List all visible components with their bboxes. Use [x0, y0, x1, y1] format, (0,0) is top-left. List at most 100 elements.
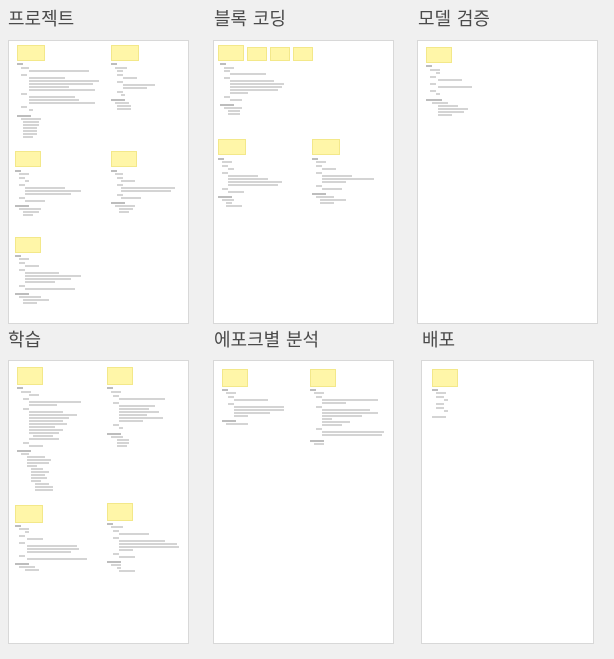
- text-placeholder-line: [316, 165, 322, 167]
- text-placeholder-line: [117, 445, 127, 447]
- text-placeholder-line: [29, 414, 77, 416]
- text-placeholder-line: [316, 396, 322, 398]
- text-placeholder-line: [117, 91, 123, 93]
- text-placeholder-line: [119, 398, 165, 400]
- text-placeholder-line: [224, 96, 230, 98]
- text-placeholder-line: [224, 70, 230, 72]
- text-placeholder-line: [19, 296, 41, 298]
- text-placeholder-line: [31, 480, 41, 482]
- text-placeholder-line: [322, 399, 378, 401]
- text-placeholder-line: [29, 426, 55, 428]
- training-thumbnail[interactable]: [8, 360, 189, 644]
- text-placeholder-line: [228, 403, 234, 405]
- text-placeholder-line: [19, 197, 25, 199]
- text-placeholder-line: [218, 158, 224, 160]
- text-placeholder-line: [119, 414, 147, 416]
- text-placeholder-line: [25, 190, 81, 192]
- deploy-thumbnail[interactable]: [421, 360, 594, 644]
- text-placeholder-line: [23, 133, 37, 135]
- text-placeholder-line: [222, 199, 234, 201]
- text-placeholder-line: [224, 107, 242, 109]
- text-placeholder-line: [23, 127, 37, 129]
- text-placeholder-line: [119, 546, 179, 548]
- text-placeholder-line: [119, 570, 135, 572]
- text-placeholder-line: [322, 434, 382, 436]
- text-placeholder-line: [29, 420, 63, 422]
- text-placeholder-line: [19, 528, 29, 530]
- text-placeholder-line: [121, 190, 171, 192]
- text-placeholder-line: [230, 89, 278, 91]
- text-placeholder-line: [436, 396, 444, 398]
- epoch-analysis-thumbnail[interactable]: [213, 360, 394, 644]
- text-placeholder-line: [430, 83, 436, 85]
- text-placeholder-line: [230, 83, 284, 85]
- text-placeholder-line: [228, 168, 234, 170]
- block-coding-thumbnail[interactable]: [213, 40, 394, 324]
- text-placeholder-line: [438, 111, 464, 113]
- text-placeholder-line: [29, 417, 69, 419]
- text-placeholder-line: [17, 450, 31, 452]
- text-placeholder-line: [322, 168, 336, 170]
- text-placeholder-line: [19, 269, 25, 271]
- text-placeholder-line: [115, 205, 135, 207]
- text-placeholder-line: [23, 408, 29, 410]
- text-placeholder-line: [117, 70, 123, 72]
- text-placeholder-line: [121, 180, 135, 182]
- text-placeholder-line: [21, 67, 29, 69]
- sticky-note: [218, 45, 244, 61]
- text-placeholder-line: [23, 136, 33, 138]
- text-placeholder-line: [19, 173, 29, 175]
- text-placeholder-line: [113, 553, 119, 555]
- project-thumbnail[interactable]: [8, 40, 189, 324]
- text-placeholder-line: [23, 302, 37, 304]
- text-placeholder-line: [23, 211, 39, 213]
- text-placeholder-line: [29, 70, 89, 72]
- text-placeholder-line: [19, 258, 29, 260]
- text-placeholder-line: [234, 412, 270, 414]
- text-placeholder-line: [35, 486, 53, 488]
- text-placeholder-line: [117, 567, 121, 569]
- text-placeholder-line: [117, 194, 123, 196]
- text-placeholder-line: [322, 424, 342, 426]
- text-placeholder-line: [27, 456, 45, 458]
- text-placeholder-line: [117, 184, 123, 186]
- text-placeholder-line: [29, 102, 95, 104]
- text-placeholder-line: [119, 540, 165, 542]
- text-placeholder-line: [21, 453, 29, 455]
- text-placeholder-line: [117, 105, 131, 107]
- text-placeholder-line: [430, 90, 436, 92]
- text-placeholder-line: [29, 404, 57, 406]
- text-placeholder-line: [222, 188, 228, 190]
- text-placeholder-line: [27, 459, 51, 461]
- text-placeholder-line: [438, 86, 472, 88]
- text-placeholder-line: [123, 84, 155, 86]
- sticky-note: [15, 505, 43, 523]
- text-placeholder-line: [117, 108, 131, 110]
- text-placeholder-line: [320, 199, 346, 201]
- sticky-note: [15, 237, 41, 253]
- text-placeholder-line: [117, 442, 129, 444]
- text-placeholder-line: [29, 401, 81, 403]
- text-placeholder-line: [218, 196, 232, 198]
- text-placeholder-line: [121, 94, 125, 96]
- text-placeholder-line: [322, 409, 370, 411]
- text-placeholder-line: [444, 410, 448, 412]
- text-placeholder-line: [220, 63, 226, 65]
- text-placeholder-line: [119, 543, 177, 545]
- text-placeholder-line: [432, 102, 448, 104]
- text-placeholder-line: [438, 108, 468, 110]
- model-validation-thumbnail[interactable]: [417, 40, 598, 324]
- text-placeholder-line: [228, 396, 234, 398]
- text-placeholder-line: [226, 392, 236, 394]
- text-placeholder-line: [322, 178, 374, 180]
- text-placeholder-line: [436, 407, 444, 409]
- text-placeholder-line: [222, 165, 228, 167]
- text-placeholder-line: [107, 433, 121, 435]
- sticky-note: [293, 47, 313, 61]
- text-placeholder-line: [29, 445, 43, 447]
- text-placeholder-line: [117, 439, 129, 441]
- text-placeholder-line: [25, 265, 39, 267]
- text-placeholder-line: [25, 281, 55, 283]
- text-placeholder-line: [121, 197, 141, 199]
- text-placeholder-line: [119, 405, 155, 407]
